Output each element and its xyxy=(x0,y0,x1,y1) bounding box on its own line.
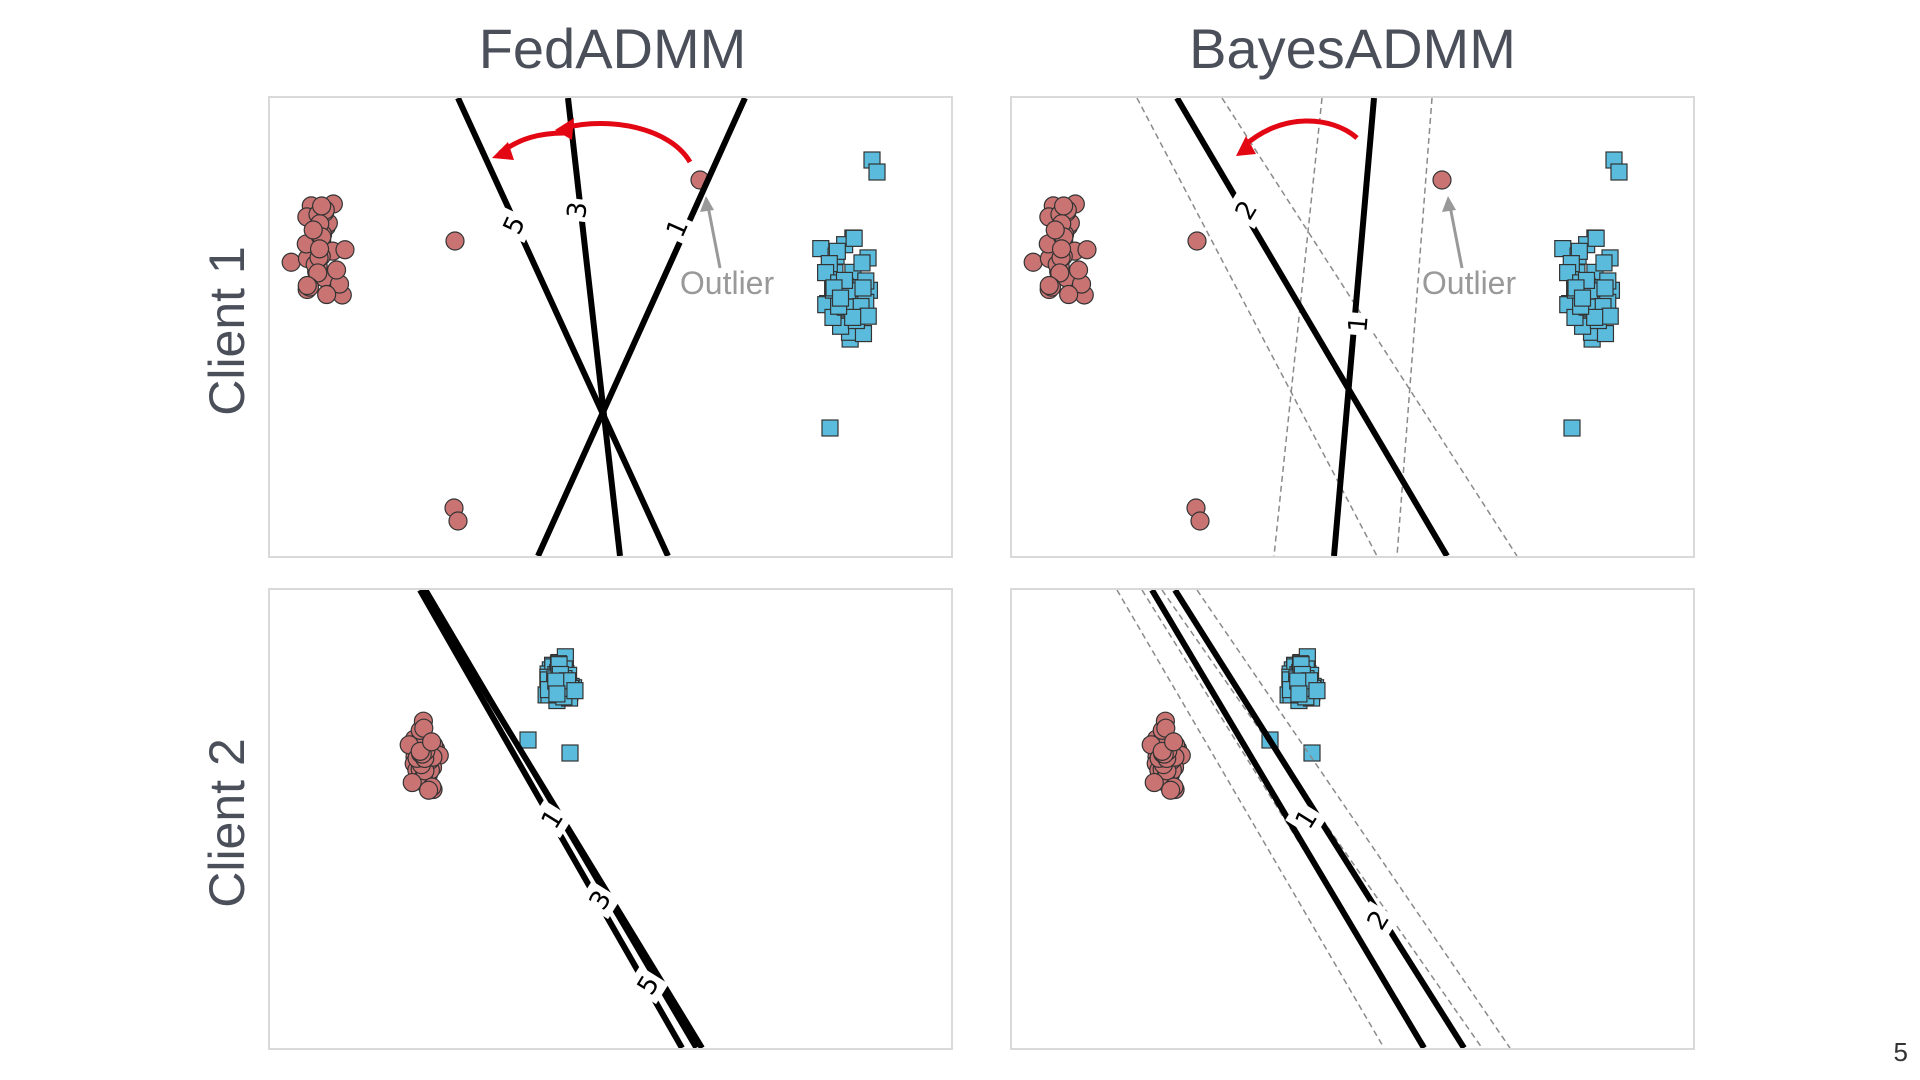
circle-point xyxy=(317,284,337,305)
square-point xyxy=(1595,254,1613,272)
row-label-client-1: Client 1 xyxy=(199,246,255,416)
square-point xyxy=(821,419,839,437)
panel-bayesadmm-client-1: 2 1 Outlier xyxy=(1010,96,1695,558)
circle-point xyxy=(448,511,468,531)
pointer-arrowhead-icon xyxy=(700,196,714,212)
circle-point xyxy=(281,252,301,272)
square-cluster xyxy=(812,151,886,437)
line-label-3: 3 xyxy=(562,200,594,220)
arrowhead-icon xyxy=(555,118,574,140)
circle-point xyxy=(326,260,347,280)
square-point xyxy=(1308,682,1326,700)
circle-cluster xyxy=(281,170,710,531)
circle-point xyxy=(1039,275,1059,296)
outlier-label: Outlier xyxy=(680,265,775,301)
plot-bayesadmm-client-2: 1 2 xyxy=(1116,590,1511,1048)
square-point xyxy=(566,682,584,700)
circle-point xyxy=(303,220,323,240)
uncertainty-line xyxy=(1116,590,1385,1048)
square-point xyxy=(1303,744,1321,762)
circle-cluster xyxy=(1023,170,1452,531)
square-point xyxy=(845,229,863,247)
uncertainty-line xyxy=(1396,98,1433,556)
uncertainty-line xyxy=(1196,590,1511,1048)
circle-point xyxy=(402,772,422,793)
square-point xyxy=(1290,685,1308,703)
uncertainty-line xyxy=(1273,98,1323,556)
square-point xyxy=(561,744,579,762)
line-label-1: 1 xyxy=(1343,315,1374,334)
square-point xyxy=(854,279,872,297)
arrowhead-icon xyxy=(1236,136,1256,156)
circle-point xyxy=(1161,780,1181,800)
square-point xyxy=(1587,229,1605,247)
square-point xyxy=(1563,419,1581,437)
circle-point xyxy=(422,732,442,752)
square-cluster xyxy=(519,648,584,762)
panel-fedadmm-client-1: 5 3 1 Outlier xyxy=(268,96,953,558)
square-point xyxy=(1601,307,1619,325)
circle-point xyxy=(308,263,328,283)
circle-point xyxy=(1050,263,1070,283)
square-point xyxy=(853,254,871,272)
outlier-pointer xyxy=(706,205,722,269)
circle-point xyxy=(445,231,465,251)
panel-fedadmm-client-2: 1 3 5 xyxy=(268,588,953,1050)
uncertainty-line xyxy=(1161,590,1483,1048)
outlier-label: Outlier xyxy=(1422,265,1517,301)
circle-point xyxy=(1059,284,1079,305)
circle-point xyxy=(297,275,317,296)
square-cluster xyxy=(1554,151,1628,437)
uncertainty-line xyxy=(1136,98,1378,556)
square-point xyxy=(548,685,566,703)
circle-point xyxy=(335,240,355,260)
circle-cluster xyxy=(1141,711,1191,800)
row-label-client-2: Client 2 xyxy=(199,738,255,908)
square-point xyxy=(831,289,850,307)
circle-point xyxy=(1023,252,1043,272)
update-arrow xyxy=(563,121,693,164)
circle-point xyxy=(1054,196,1074,216)
boundary-line-1 xyxy=(535,98,748,556)
square-point xyxy=(844,308,862,326)
square-point xyxy=(859,307,877,325)
circle-point xyxy=(1045,220,1065,240)
plot-fedadmm-client-1: 5 3 1 Outlier xyxy=(281,98,886,556)
circle-point xyxy=(1077,240,1097,260)
square-point xyxy=(868,163,886,181)
circle-cluster xyxy=(399,711,449,800)
pointer-arrowhead-icon xyxy=(1442,196,1456,212)
circle-point xyxy=(1190,511,1210,531)
circle-point xyxy=(1144,772,1164,793)
square-point xyxy=(519,731,537,749)
plot-fedadmm-client-2: 1 3 5 xyxy=(399,590,705,1048)
boundary-line-3 xyxy=(565,98,623,556)
title-fedadmm: FedADMM xyxy=(478,17,747,80)
plot-bayesadmm-client-1: 2 1 Outlier xyxy=(1023,98,1628,556)
square-point xyxy=(812,240,830,258)
circle-point xyxy=(1051,239,1072,259)
circle-point xyxy=(312,196,332,216)
title-bayesadmm: BayesADMM xyxy=(1189,17,1516,80)
boundary-line-5 xyxy=(455,98,671,556)
arrowhead-icon xyxy=(492,142,514,160)
square-point xyxy=(1554,240,1572,258)
square-point xyxy=(1596,279,1614,297)
square-cluster xyxy=(1261,648,1326,762)
slide-number: 5 xyxy=(1893,1037,1908,1067)
circle-point xyxy=(1432,170,1452,190)
outlier-pointer xyxy=(1448,205,1464,269)
square-point xyxy=(1610,163,1628,181)
circle-point xyxy=(1187,231,1207,251)
boundary-line-2 xyxy=(1174,98,1450,556)
circle-point xyxy=(1164,732,1184,752)
circle-point xyxy=(1068,260,1089,280)
panel-bayesadmm-client-2: 1 2 xyxy=(1010,588,1695,1050)
circle-point xyxy=(309,239,330,259)
square-point xyxy=(1573,289,1592,307)
update-arrow xyxy=(1242,118,1359,148)
square-point xyxy=(1586,308,1604,326)
circle-point xyxy=(419,780,439,800)
